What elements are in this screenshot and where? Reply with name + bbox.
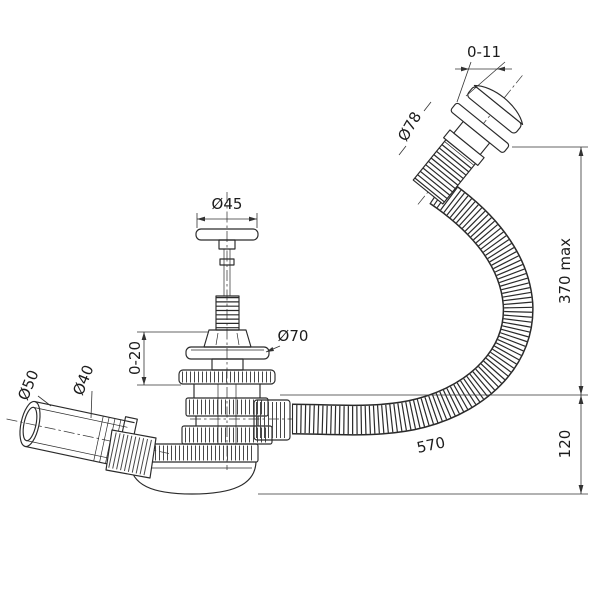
overflow-flange <box>450 102 510 153</box>
trap-cup-dome <box>129 461 257 495</box>
hose-ribs <box>291 179 533 435</box>
waste-seat <box>178 369 276 385</box>
dim-max-height: 370 max <box>556 238 574 304</box>
hose-union-nut <box>253 399 291 441</box>
dim-stopper-travel: 0-20 <box>126 341 144 375</box>
overflow-cap-dome <box>473 84 524 126</box>
overflow-fitting <box>412 75 524 205</box>
outlet-pipe <box>6 400 169 479</box>
dim-flange-diameter: Ø70 <box>278 327 309 345</box>
dim-overflow-gap: 0-11 <box>467 43 501 61</box>
waste-plug-assembly <box>178 228 276 385</box>
dim-stopper-diameter: Ø45 <box>212 195 243 213</box>
dim-outlet-height: 120 <box>556 430 574 459</box>
pipe-mouth-outer <box>19 400 41 448</box>
dim-hose-length: 570 <box>415 433 447 457</box>
flexible-hose <box>291 178 534 436</box>
